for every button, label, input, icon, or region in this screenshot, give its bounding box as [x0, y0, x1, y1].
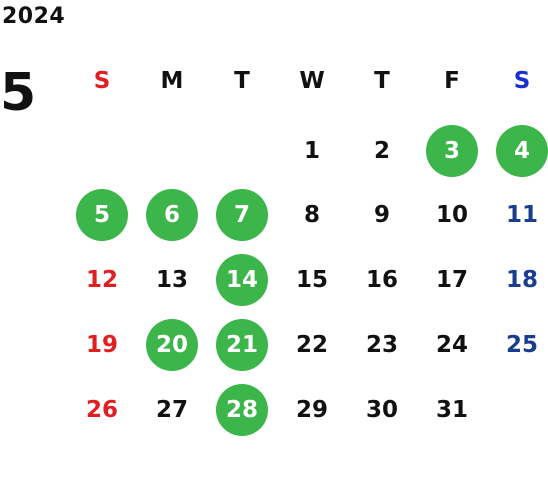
day-cell-4[interactable]: 4 — [496, 125, 548, 177]
day-cell-16[interactable]: 16 — [365, 266, 398, 293]
weekday-header-thursday: T — [374, 68, 390, 94]
day-cell-29[interactable]: 29 — [295, 396, 328, 423]
day-cell-1[interactable]: 1 — [303, 137, 320, 164]
weekday-header-friday: F — [444, 68, 460, 94]
day-cell-10[interactable]: 10 — [435, 201, 468, 228]
day-cell-30[interactable]: 30 — [365, 396, 398, 423]
day-cell-9[interactable]: 9 — [373, 201, 390, 228]
day-cell-28[interactable]: 28 — [216, 384, 268, 436]
day-cell-25[interactable]: 25 — [505, 331, 538, 358]
day-cell-24[interactable]: 24 — [435, 331, 468, 358]
day-cell-21[interactable]: 21 — [216, 319, 268, 371]
day-cell-26[interactable]: 26 — [85, 396, 118, 423]
day-cell-19[interactable]: 19 — [85, 331, 118, 358]
day-cell-13[interactable]: 13 — [155, 266, 188, 293]
calendar-month: 5 — [0, 63, 37, 123]
day-cell-14[interactable]: 14 — [216, 254, 268, 306]
day-cell-22[interactable]: 22 — [295, 331, 328, 358]
weekday-header-sunday: S — [93, 68, 111, 94]
calendar-year: 2024 — [2, 4, 66, 29]
day-cell-23[interactable]: 23 — [365, 331, 398, 358]
day-cell-7[interactable]: 7 — [216, 189, 268, 241]
weekday-header-monday: M — [160, 68, 184, 94]
day-cell-2[interactable]: 2 — [373, 137, 390, 164]
day-cell-12[interactable]: 12 — [85, 266, 118, 293]
weekday-header-wednesday: W — [299, 68, 325, 94]
day-cell-20[interactable]: 20 — [146, 319, 198, 371]
day-cell-6[interactable]: 6 — [146, 189, 198, 241]
day-cell-31[interactable]: 31 — [435, 396, 468, 423]
weekday-header-tuesday: T — [234, 68, 250, 94]
day-cell-18[interactable]: 18 — [505, 266, 538, 293]
day-cell-27[interactable]: 27 — [155, 396, 188, 423]
day-cell-8[interactable]: 8 — [303, 201, 320, 228]
day-cell-3[interactable]: 3 — [426, 125, 478, 177]
weekday-header-saturday: S — [513, 68, 531, 94]
day-cell-17[interactable]: 17 — [435, 266, 468, 293]
day-cell-5[interactable]: 5 — [76, 189, 128, 241]
day-cell-15[interactable]: 15 — [295, 266, 328, 293]
day-cell-11[interactable]: 11 — [505, 201, 538, 228]
